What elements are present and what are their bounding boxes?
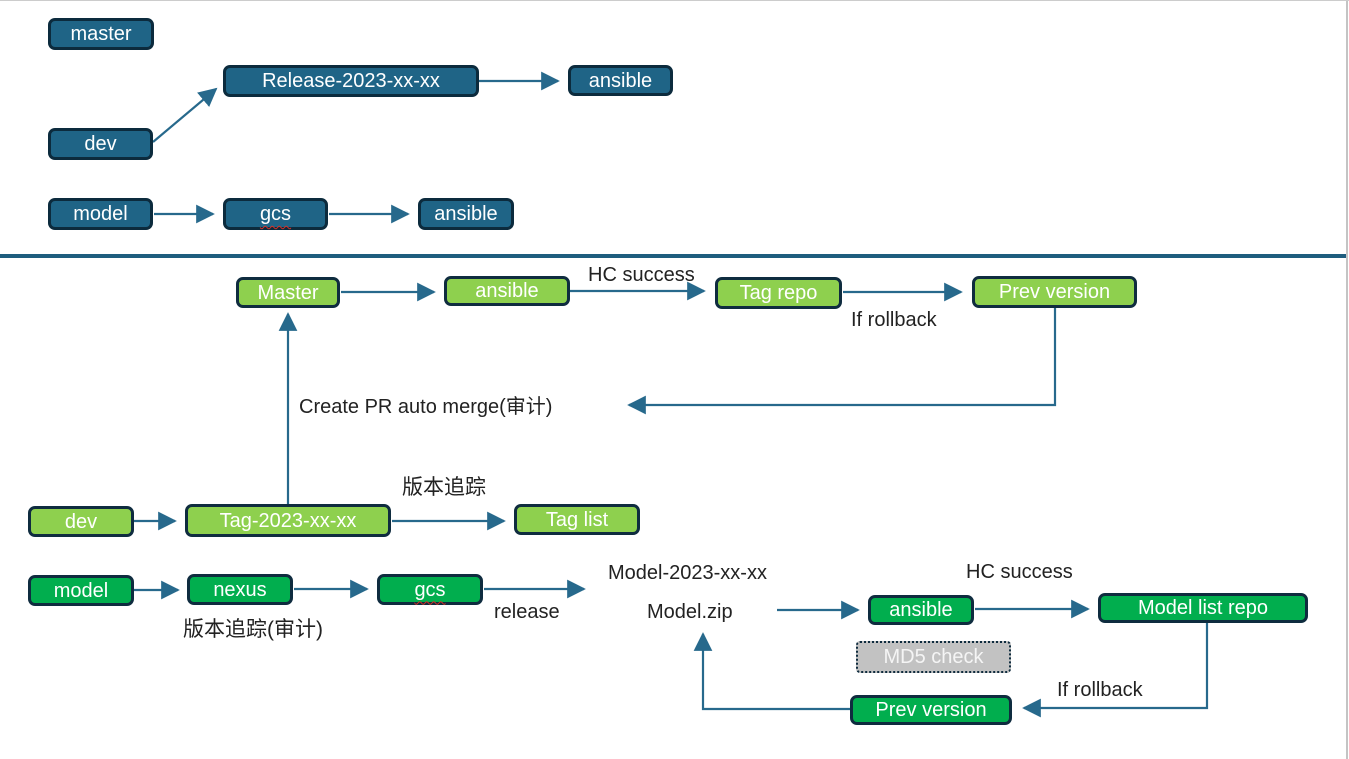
node-label: master	[70, 23, 132, 45]
node-prev-version-bottom[interactable]: Prev version	[850, 695, 1012, 725]
node-label: nexus	[213, 578, 267, 601]
node-tag-repo[interactable]: Tag repo	[715, 277, 842, 309]
node-tag-list[interactable]: Tag list	[514, 504, 640, 535]
node-master[interactable]: Master	[236, 277, 340, 308]
node-dev-branch[interactable]: dev	[48, 128, 153, 160]
node-label: Tag repo	[739, 282, 818, 304]
label-hc-success-bottom[interactable]: HC success	[966, 561, 1073, 583]
node-dev[interactable]: dev	[28, 506, 134, 537]
node-label: dev	[84, 133, 117, 155]
node-md5-check[interactable]: MD5 check	[856, 641, 1011, 673]
node-gcs-top[interactable]: gcs	[223, 198, 328, 230]
label-version-tracking[interactable]: 版本追踪	[402, 476, 486, 499]
node-tag-branch[interactable]: Tag-2023-xx-xx	[185, 504, 391, 537]
node-label: ansible	[434, 203, 498, 225]
label-model-zip[interactable]: Model.zip	[647, 601, 733, 623]
node-ansible-deploy[interactable]: ansible	[868, 595, 974, 625]
node-label: dev	[64, 510, 98, 533]
label-if-rollback-bottom[interactable]: If rollback	[1057, 679, 1143, 701]
node-label: Prev version	[875, 699, 987, 721]
node-label: model	[53, 579, 109, 602]
node-label: Tag-2023-xx-xx	[219, 509, 357, 532]
label-model-version[interactable]: Model-2023-xx-xx	[608, 562, 767, 584]
node-label: ansible	[889, 599, 953, 621]
node-nexus[interactable]: nexus	[187, 574, 293, 605]
node-model[interactable]: model	[28, 575, 134, 606]
node-model-list-repo[interactable]: Model list repo	[1098, 593, 1308, 623]
node-label-spellcheck: gcs	[414, 578, 446, 601]
node-label-spellcheck: gcs	[259, 203, 292, 225]
label-version-tracking-audit[interactable]: 版本追踪(审计)	[183, 618, 323, 641]
node-label: Tag list	[545, 508, 609, 531]
node-master-branch[interactable]: master	[48, 18, 154, 50]
section-divider	[0, 254, 1346, 258]
label-hc-success-top[interactable]: HC success	[588, 264, 695, 286]
label-release[interactable]: release	[494, 601, 560, 623]
node-label: Model list repo	[1137, 597, 1269, 619]
node-ansible-model[interactable]: ansible	[418, 198, 514, 230]
node-label: ansible	[588, 69, 653, 92]
node-model-branch[interactable]: model	[48, 198, 153, 230]
node-label: model	[73, 203, 128, 225]
node-label: MD5 check	[883, 646, 984, 668]
label-if-rollback-top[interactable]: If rollback	[851, 309, 937, 331]
node-ansible-release[interactable]: ansible	[568, 65, 673, 96]
node-label: Master	[257, 281, 319, 304]
label-create-pr-auto-merge[interactable]: Create PR auto merge(审计)	[299, 396, 553, 418]
node-release-branch[interactable]: Release-2023-xx-xx	[223, 65, 479, 97]
node-gcs[interactable]: gcs	[377, 574, 483, 605]
node-label: Release-2023-xx-xx	[262, 70, 440, 92]
node-ansible-master[interactable]: ansible	[444, 276, 570, 306]
node-label: Prev version	[998, 281, 1111, 303]
node-prev-version-top[interactable]: Prev version	[972, 276, 1137, 308]
node-label: ansible	[475, 280, 539, 302]
window-right-edge	[1346, 1, 1348, 759]
